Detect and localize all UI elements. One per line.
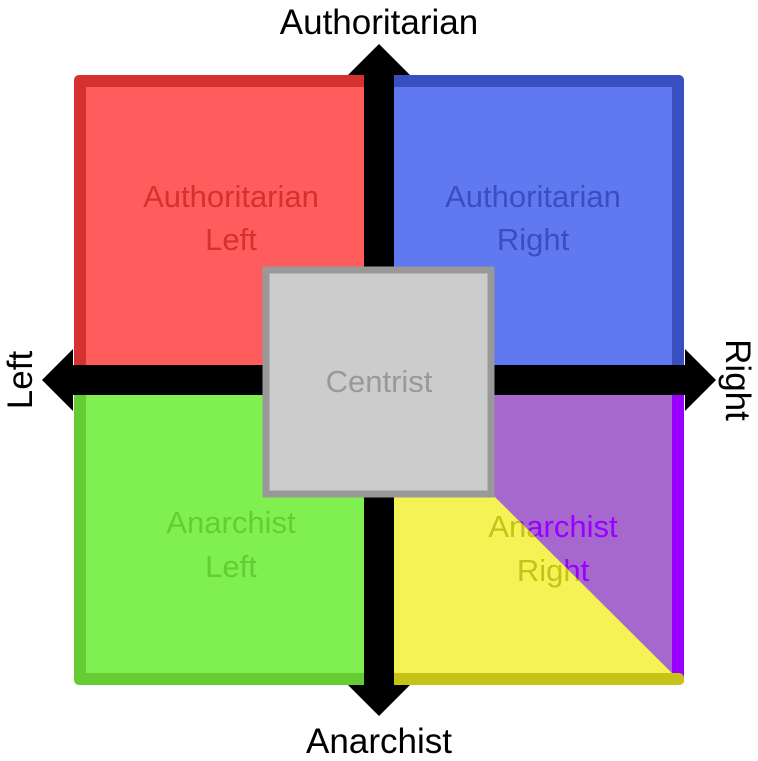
axis-label-left: Left <box>1 351 40 410</box>
quadrant-label-line1: Anarchist <box>488 509 618 544</box>
quadrant-label-line2: Right <box>517 553 590 588</box>
quadrant-label-line1: Authoritarian <box>143 179 319 214</box>
quadrant-label-line2: Left <box>205 549 257 584</box>
quadrant-label-line1: Authoritarian <box>445 179 621 214</box>
quadrant-label-line2: Left <box>205 222 257 257</box>
arrow-left-icon <box>42 349 73 411</box>
quadrant-label-line1: Anarchist <box>166 505 296 540</box>
axis-label-top: Authoritarian <box>280 3 478 42</box>
centrist-label: Centrist <box>326 364 433 399</box>
arrow-right-icon <box>685 349 716 411</box>
axis-label-right: Right <box>718 339 757 421</box>
arrow-down-icon <box>348 685 410 716</box>
centrist-box: Centrist <box>262 266 495 498</box>
arrow-up-icon <box>348 44 410 75</box>
quadrant-label-line2: Right <box>497 222 570 257</box>
axis-label-bottom: Anarchist <box>306 722 452 761</box>
